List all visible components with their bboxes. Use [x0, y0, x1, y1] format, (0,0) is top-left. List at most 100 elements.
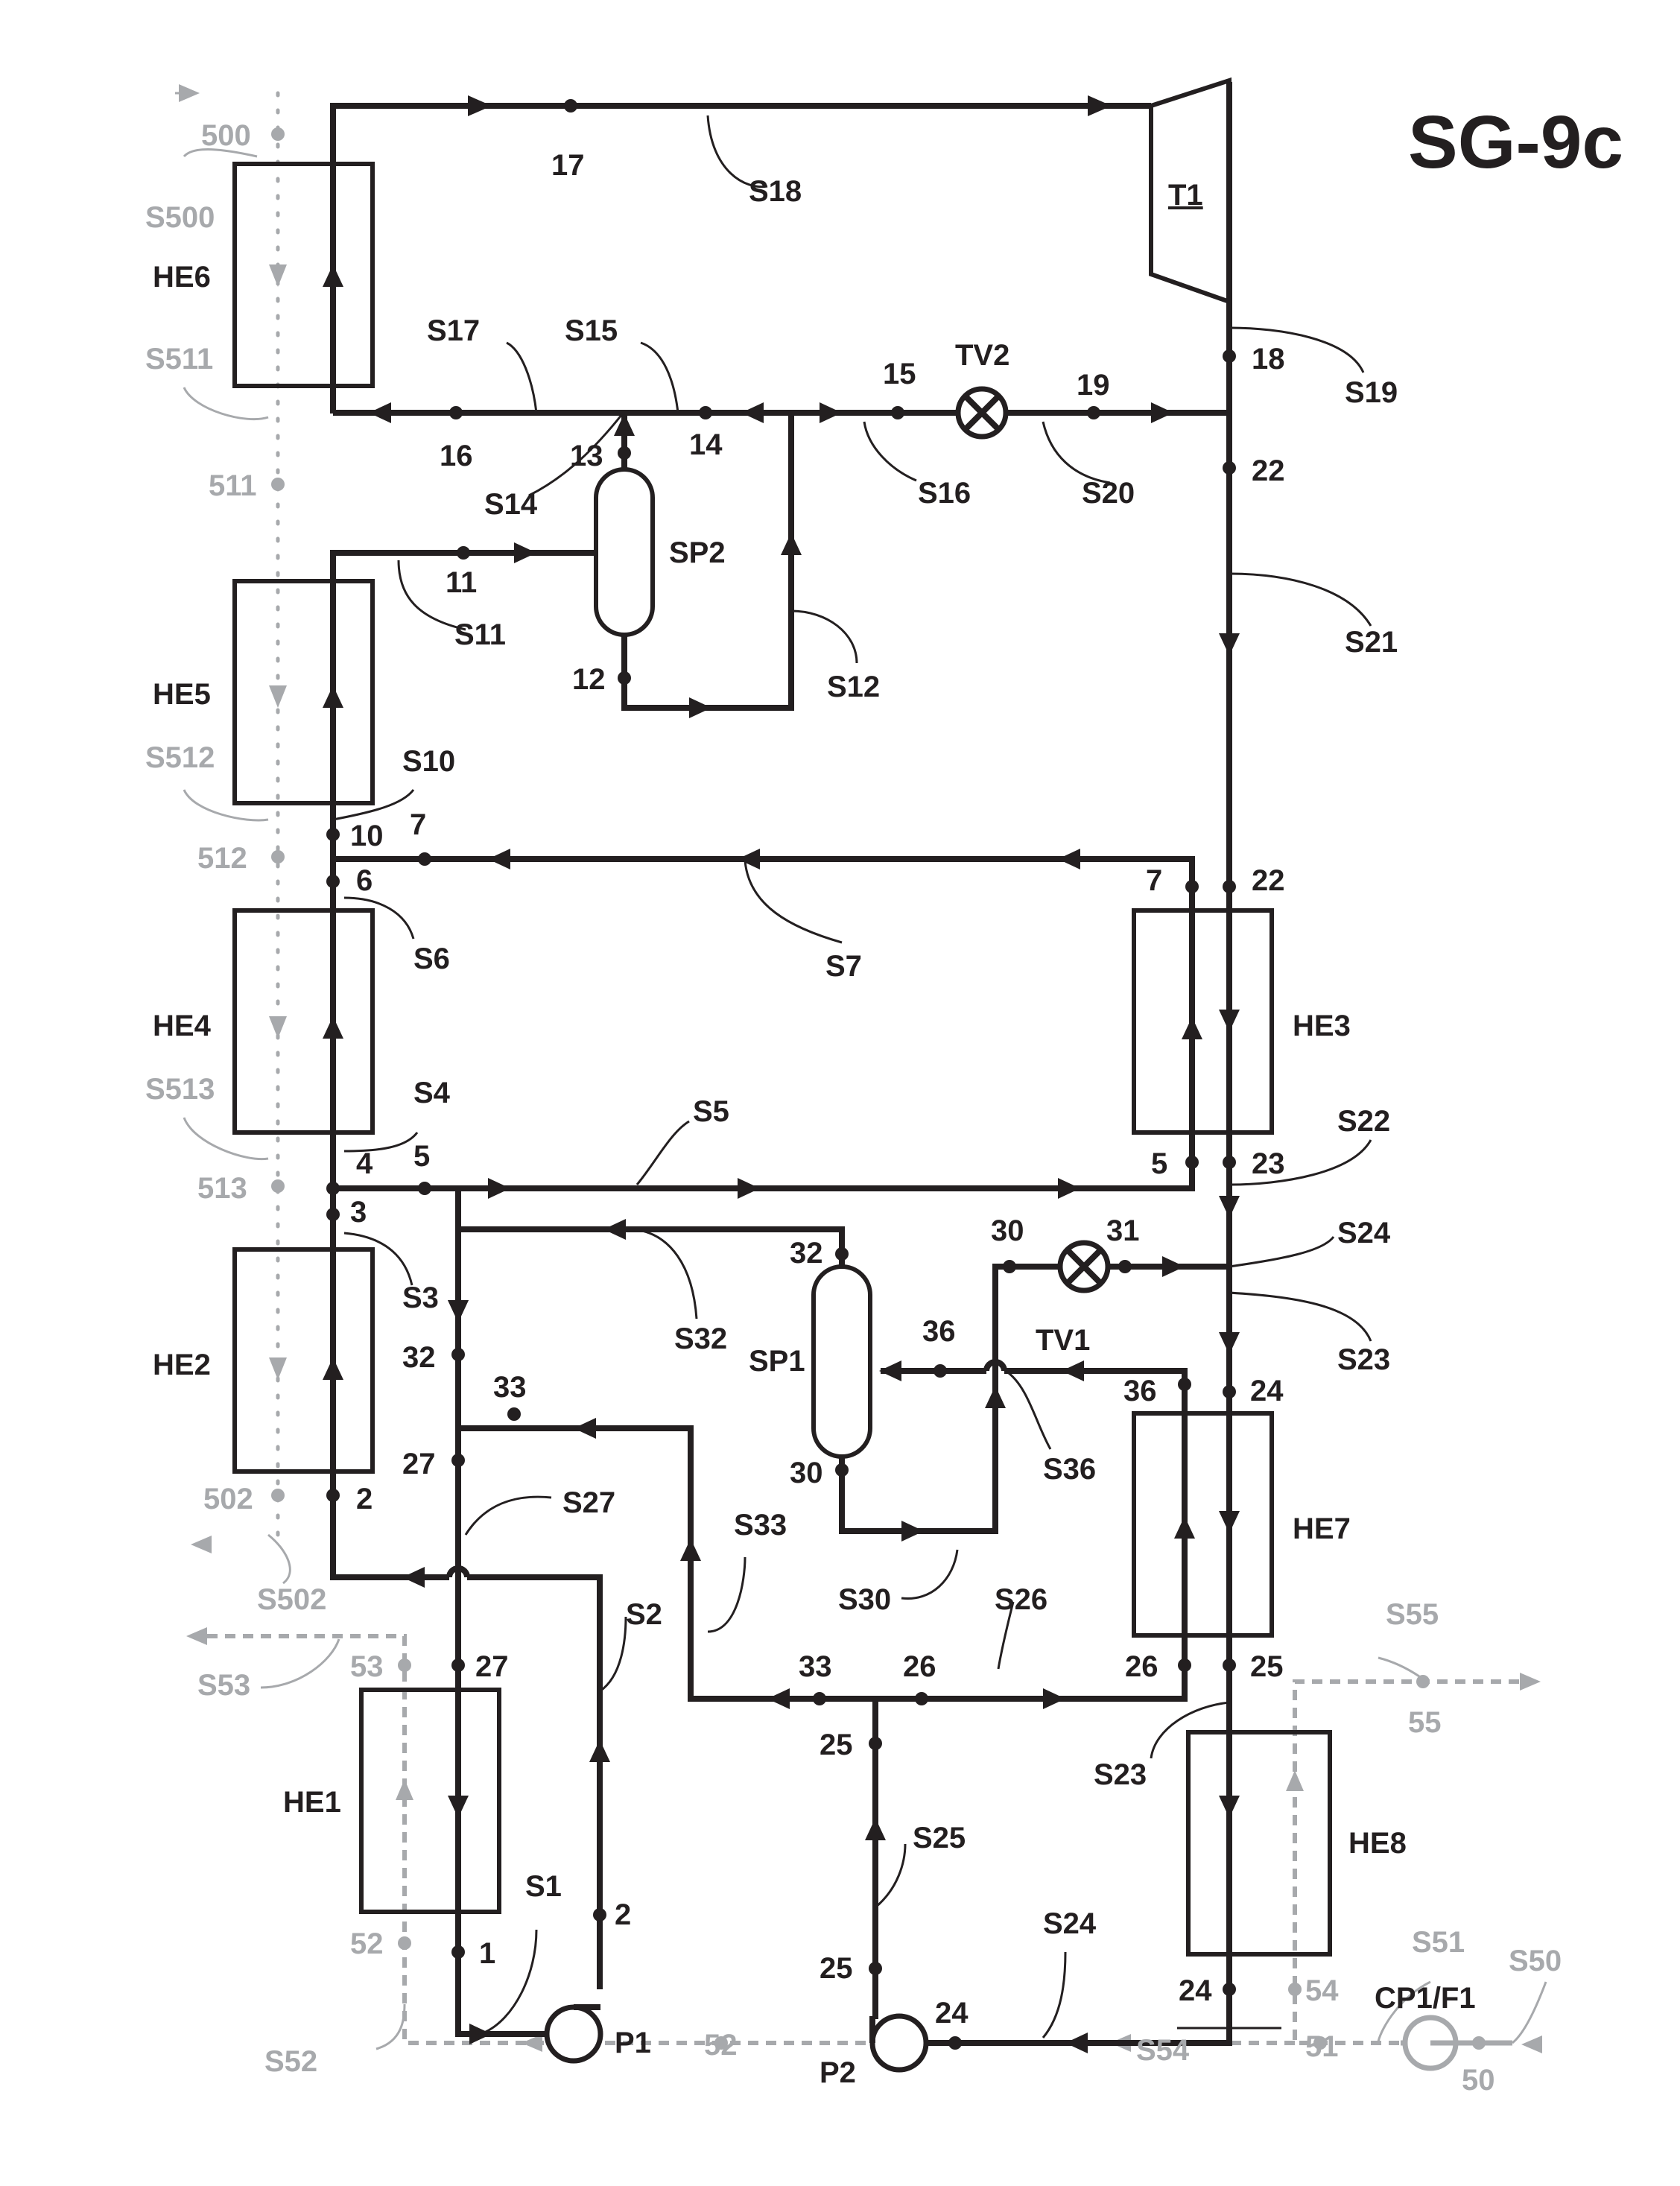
label-S32: S32	[674, 1322, 727, 1355]
label-S512: S512	[145, 741, 215, 774]
point-10: 10	[350, 820, 384, 852]
point-13: 13	[570, 440, 603, 472]
point-25a-text: 25	[820, 1729, 853, 1761]
he8-box	[1188, 1732, 1330, 1954]
label-S25: S25	[913, 1822, 966, 1854]
point-24a-text: 24	[935, 1997, 969, 2030]
point-24b-text: 24	[1179, 1974, 1212, 2007]
label-S50: S50	[1509, 1945, 1562, 1977]
point-7b: 7	[1146, 864, 1162, 897]
label-S51: S51	[1412, 1926, 1465, 1959]
label-S53: S53	[197, 1669, 250, 1702]
label-S513: S513	[145, 1073, 215, 1106]
label-S19: S20	[1082, 477, 1135, 510]
label-S14: S15	[565, 314, 618, 347]
label-t1: T1	[1168, 179, 1203, 212]
point-31: 31	[1106, 1214, 1140, 1247]
point-15: 15	[883, 358, 916, 390]
point-512: 512	[197, 842, 247, 875]
separator-sp1	[814, 1267, 870, 1457]
he7-box	[1134, 1413, 1272, 1635]
point-511: 511	[209, 469, 257, 502]
label-S31: S24	[1337, 1217, 1391, 1249]
point-25b-text: 25	[820, 1952, 853, 1985]
point-26b: 26	[1125, 1650, 1158, 1683]
point-20b: 22	[1252, 864, 1285, 897]
label-S13: S14	[484, 488, 538, 521]
point-32b: 32	[402, 1341, 436, 1374]
point-52a: 52	[350, 1927, 384, 1960]
valve-tv2	[958, 389, 1006, 437]
label-p1: P1	[615, 2027, 651, 2059]
point-26a: 26	[903, 1650, 936, 1683]
label-cp1: CP1/F1	[1375, 1982, 1476, 2015]
point-33a: 33	[493, 1371, 527, 1404]
he5-box	[235, 581, 373, 803]
label-S26: S26	[995, 1583, 1047, 1616]
label-S12: S12	[827, 671, 880, 703]
point-50: 50	[1462, 2064, 1495, 2097]
point-18: 18	[1252, 343, 1285, 376]
point-53: 53	[350, 1650, 384, 1683]
point-22: 24	[1250, 1375, 1284, 1407]
label-S30: S30	[838, 1583, 891, 1616]
label-S10: S10	[402, 745, 455, 778]
valve-tv1	[1060, 1243, 1108, 1290]
label-he2: HE2	[153, 1349, 211, 1381]
point-1: 1	[479, 1937, 495, 1970]
he6-box	[235, 164, 373, 386]
point-52b: 52	[704, 2029, 738, 2062]
label-S7: S7	[825, 950, 862, 983]
point-11: 11	[446, 566, 477, 599]
he2-box	[235, 1249, 373, 1471]
point-12: 12	[572, 663, 606, 696]
label-S5: S5	[693, 1095, 729, 1128]
point-7a: 7	[410, 808, 426, 841]
external-heat-source-line	[175, 84, 287, 1553]
he3-box	[1134, 910, 1272, 1132]
point-36a: 36	[922, 1315, 956, 1348]
label-p2: P2	[820, 2056, 856, 2089]
pump-p2	[872, 2016, 926, 2070]
point-51: 51	[1305, 2030, 1339, 2063]
point-27b: 27	[475, 1650, 509, 1683]
label-S36: S36	[1043, 1453, 1096, 1486]
compressor-cp1	[1401, 2018, 1512, 2068]
point-36b: 36	[1123, 1375, 1157, 1407]
point-21: 23	[1252, 1147, 1285, 1180]
point-502: 502	[203, 1483, 253, 1515]
label-S55: S55	[1386, 1598, 1439, 1631]
label-S1: S1	[525, 1870, 562, 1903]
label-S54: S54	[1136, 2034, 1190, 2067]
point-54: 54	[1305, 1974, 1339, 2007]
diagram-title: SG-9c	[1408, 101, 1623, 184]
point-19: 19	[1077, 369, 1110, 402]
label-S18: S19	[1345, 376, 1398, 409]
label-S17: S18	[749, 175, 802, 208]
point-23: 25	[1250, 1650, 1284, 1683]
label-S4: S4	[413, 1077, 451, 1109]
he4-box	[235, 910, 373, 1132]
point-513: 513	[197, 1172, 247, 1205]
label-he5: HE5	[153, 678, 211, 711]
point-16: 16	[440, 440, 473, 472]
separator-sp2	[596, 469, 653, 635]
label-S21: S22	[1337, 1105, 1390, 1138]
label-S33: S33	[734, 1509, 787, 1542]
he1-box	[361, 1690, 499, 1912]
label-S20: S21	[1345, 626, 1398, 659]
labels: SG-9c HE6 HE5 HE4 HE2 HE1 HE3 HE7 HE8 T1…	[145, 101, 1623, 2097]
point-55: 55	[1408, 1706, 1442, 1739]
point-33b: 33	[799, 1650, 832, 1683]
label-S52: S52	[264, 2045, 317, 2078]
label-S11: S11	[454, 618, 506, 651]
label-S500: S500	[145, 201, 215, 234]
label-S6: S6	[413, 942, 450, 975]
label-he1: HE1	[283, 1786, 341, 1819]
label-S27: S27	[562, 1486, 615, 1519]
label-S2: S2	[626, 1598, 662, 1631]
label-tv1: TV1	[1036, 1324, 1090, 1357]
label-S24-text: S24	[1043, 1907, 1097, 1940]
point-6: 6	[356, 864, 373, 897]
point-20a: 22	[1252, 454, 1285, 487]
